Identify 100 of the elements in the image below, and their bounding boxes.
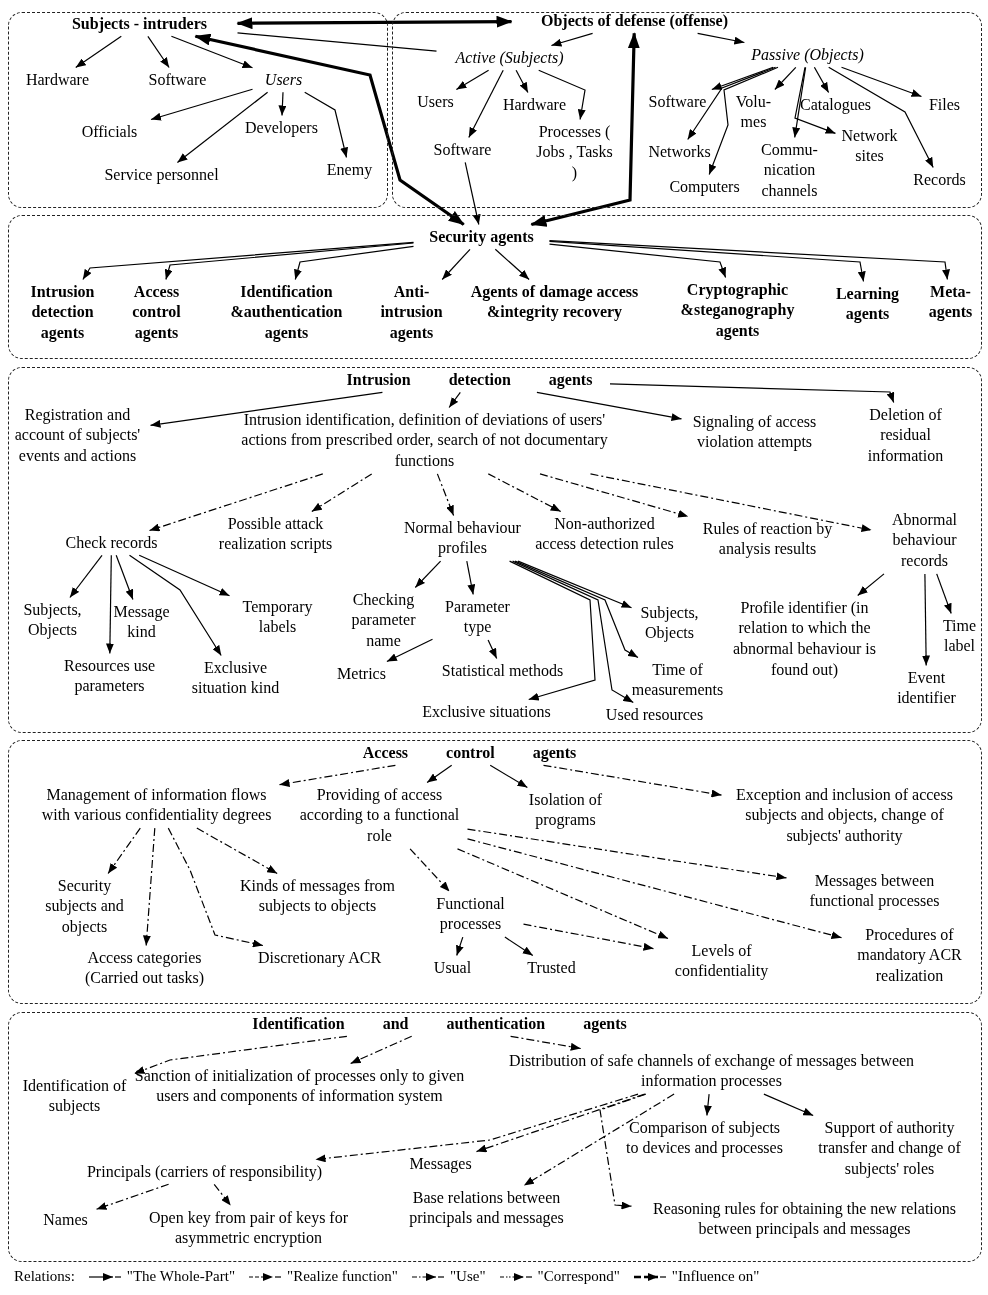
concept-label: Volu- mes [734,91,773,134]
arrow [75,35,122,69]
group-panel [8,12,388,208]
concept-label: Enemy [322,159,377,181]
arrow [708,66,779,176]
agent-label: Objects of defense (offense) [514,10,755,32]
concept-label: Exclusive situation kind [187,657,284,700]
arrow [487,473,562,513]
legend-text: "The Whole-Part" [126,1268,235,1285]
arrow [176,91,269,164]
arrow [448,391,461,409]
concept-label: Isolation of programs [515,789,616,832]
arrow [539,473,689,518]
arrow [548,240,950,281]
arrow [304,91,349,159]
concept-label: Software [642,91,713,113]
concept-label: Trusted [521,957,582,979]
arrow [523,1093,675,1187]
group-panel [8,367,982,733]
legend-text: "Use" [450,1268,486,1285]
arrow [170,35,254,69]
group-panel [392,12,982,208]
concept-label: Commu- nication channels [754,139,825,202]
concept-label: Networks [644,141,715,163]
concept-label: Sanction of initialization of processes only to given users and components of information system [134,1065,465,1108]
arrow [711,66,774,91]
influence-arrow [194,33,465,226]
concept-label: Statistical methods [427,660,578,682]
arrow [138,554,231,597]
arrow [515,69,529,94]
arrow [69,554,103,599]
concept-label: Records [909,169,970,191]
arrow [278,764,396,787]
arrow [703,1093,712,1117]
concept-label: Discretionary ACR [254,947,385,969]
agent-label: Intrusion detection agents [16,281,109,344]
arrow [548,240,866,283]
concept-label: Exclusive situations [404,701,569,723]
arrow [504,936,534,957]
concept-label: Abnormal behaviour records [874,509,975,572]
agent-label: Identification &authentication agents [212,281,361,344]
arrow [133,1035,348,1075]
arrow [517,560,633,609]
arrow [95,1183,170,1210]
concept-label: Parameter type [435,596,520,639]
agent-label: Agents of damage access &integrity recovery [460,281,649,324]
arrow [522,923,655,951]
group-panel [8,1012,982,1262]
concept-label: Service personnel [91,164,232,186]
concept-label: Metrics [331,663,392,685]
concept-label: Support of authority transfer and change of subjects' roles [804,1117,975,1180]
arrow [105,554,114,655]
concept-label: Officials [69,121,150,143]
arrow [589,473,873,533]
arrow [107,827,141,875]
arrow [147,35,170,69]
concept-label: Possible attack realization scripts [200,513,351,556]
arrow [311,473,373,513]
arrow [386,638,434,663]
concept-label: Normal behaviour profiles [397,517,528,560]
concept-label: Messages [407,1153,474,1175]
legend-text: "Correspond" [537,1268,620,1285]
concept-label: Check records [56,532,167,554]
legend-title: Relations: [14,1268,75,1285]
arrow [196,827,278,875]
concept-label: Processes ( Jobs , Tasks ) [534,121,615,184]
concept-label: Users [255,69,312,91]
arrow [487,639,498,660]
arrow [813,66,830,94]
arrow [922,573,931,667]
concept-label: Checking parameter name [341,589,426,652]
arrow [213,1183,232,1207]
arrow [494,248,530,281]
arrow [792,66,807,139]
group-panel [8,740,982,1004]
arrow [542,764,723,798]
arrow [794,66,837,134]
agent-label: Cryptographic &steganography agents [662,279,813,342]
concept-label: Reasoning rules for obtaining the new relations between principals and messages [634,1198,975,1241]
concept-label: Event identifier [886,667,967,710]
concept-label: Used resources [599,704,710,726]
concept-label: Messages between functional processes [789,870,960,913]
concept-label: Subjects, Objects [634,602,705,645]
arrow [510,1035,582,1051]
arrow [828,66,934,169]
concept-label: Network sites [838,125,901,168]
concept-label: Exception and inclusion of access subjects and objects, change of subjects' authority [724,784,965,847]
influence-arrow [236,15,513,30]
legend-text: "Influence on" [671,1268,760,1285]
concept-label: Principals (carriers of responsibility) [54,1161,355,1183]
influence-arrow [530,32,640,227]
agent-label: Learning agents [828,283,907,326]
arrow [441,248,471,281]
arrow [350,1035,413,1065]
concept-label: Rules of reaction by analysis results [687,518,848,561]
arrow [149,391,383,428]
arrow [142,827,156,947]
arrow [548,243,727,279]
arrow [294,245,415,281]
concept-label: Temporary labels [232,596,323,639]
